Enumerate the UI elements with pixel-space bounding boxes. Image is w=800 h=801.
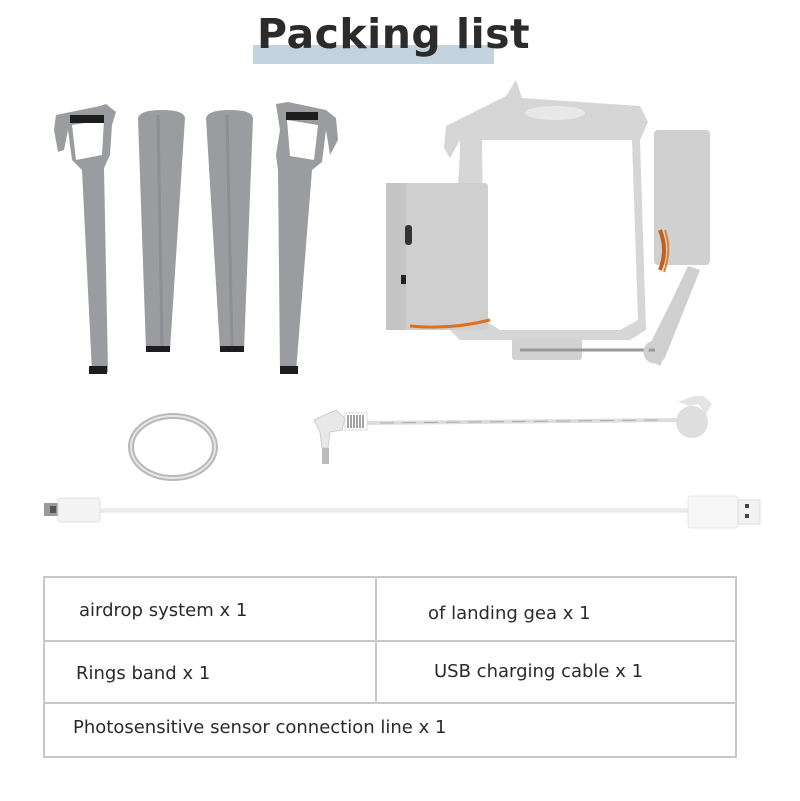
table-cell: Photosensitive sensor connection line x … bbox=[73, 717, 447, 738]
product-photo bbox=[44, 80, 761, 529]
usb-cable-icon bbox=[44, 495, 761, 529]
landing-gear-leg-icon bbox=[276, 102, 338, 374]
table-cell: Rings band x 1 bbox=[76, 663, 211, 684]
airdrop-system-icon bbox=[386, 80, 710, 366]
table-cell: of landing gea x 1 bbox=[428, 603, 591, 624]
row-divider bbox=[45, 702, 735, 704]
landing-gear-leg-icon bbox=[138, 110, 185, 352]
table-cell: USB charging cable x 1 bbox=[434, 661, 644, 682]
title-underline bbox=[253, 45, 494, 64]
ring-icon bbox=[128, 413, 218, 481]
landing-gear-leg-icon bbox=[54, 104, 116, 374]
page-title: Packing list bbox=[257, 10, 531, 58]
row-divider bbox=[45, 640, 735, 642]
landing-gear-leg-icon bbox=[206, 110, 253, 352]
packing-list-table: airdrop system x 1 of landing gea x 1 Ri… bbox=[43, 576, 737, 758]
table-cell: airdrop system x 1 bbox=[79, 600, 248, 621]
photosensor-cable-icon bbox=[313, 396, 712, 464]
